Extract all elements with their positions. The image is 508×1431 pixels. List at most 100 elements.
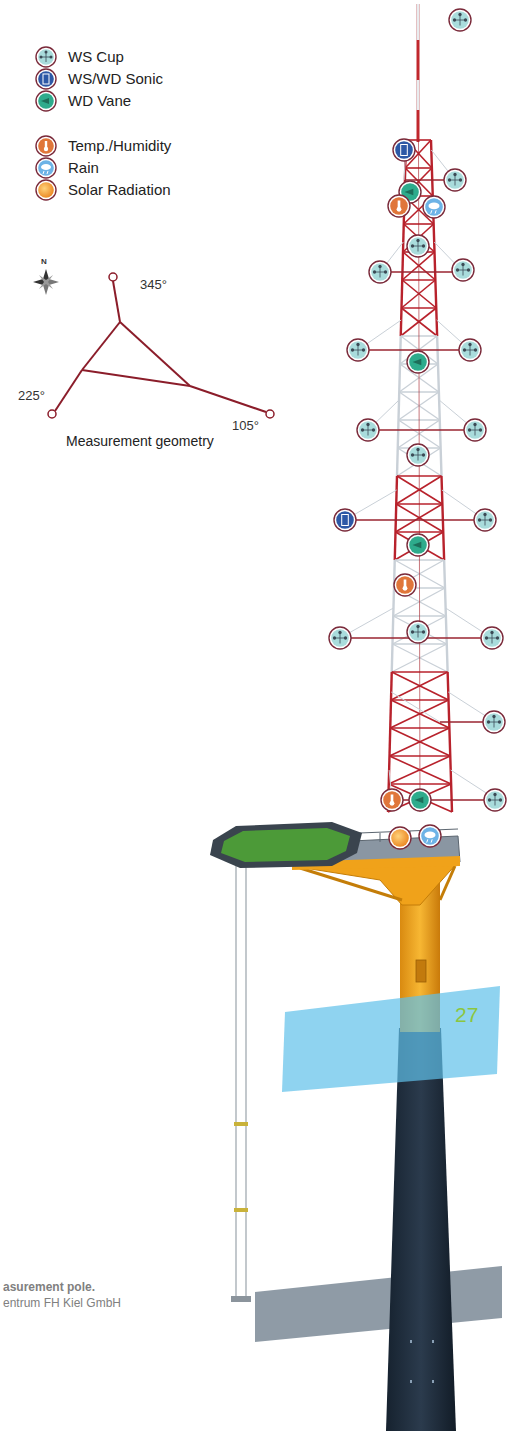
water-plane (282, 986, 500, 1092)
sensor-icon (331, 629, 349, 647)
drawn-circle (397, 207, 402, 212)
drawn-circle (468, 343, 471, 346)
tower-leg (442, 532, 445, 560)
drawn-polygon (413, 359, 422, 366)
drawn-circle (40, 56, 43, 59)
seabed-plane (255, 1266, 502, 1342)
sensor-icon (334, 509, 356, 531)
sensor-icon (476, 511, 494, 529)
boom-stay (391, 692, 440, 722)
drawn-circle (461, 263, 464, 266)
tower-leg (437, 364, 440, 392)
legend-label: Solar Radiation (68, 181, 171, 198)
drawn-circle (378, 265, 381, 268)
sensor-icon (461, 341, 479, 359)
sensor-icon (409, 623, 427, 641)
drawn-circle (48, 410, 56, 418)
sensor-icon (466, 421, 484, 439)
drawn-polygon (413, 542, 422, 549)
sensor-boom (345, 519, 485, 521)
sensor-icon (407, 534, 429, 556)
tower-leg (431, 168, 434, 196)
drawn-circle (338, 631, 341, 634)
drawn-line (494, 717, 495, 728)
legend-label: WD Vane (68, 92, 131, 109)
sensor-icon (419, 825, 441, 847)
compass-letter: N (41, 257, 47, 266)
sensor-icon (409, 446, 427, 464)
drawn-line (55, 370, 82, 411)
tower-leg (390, 672, 393, 700)
drawn-circle (422, 453, 425, 456)
sensor-icon (449, 9, 471, 31)
sensor-icon (36, 180, 56, 200)
sensor-boom (358, 349, 470, 351)
sensor-icon (425, 198, 443, 216)
drawn-circle (458, 13, 461, 16)
tower-leg (447, 700, 450, 728)
tower-leg (400, 280, 403, 308)
sensor-icon (486, 791, 504, 809)
sensor-icon (369, 261, 391, 283)
drawn-circle (422, 244, 425, 247)
tower-leg (448, 728, 451, 756)
tower-leg (394, 504, 397, 532)
tower-leg (401, 252, 404, 280)
drawn-circle (459, 178, 462, 181)
antenna (417, 4, 420, 40)
legend-label: WS Cup (68, 48, 124, 65)
drawn-polygon (39, 275, 46, 282)
tower-brace (395, 532, 444, 560)
drawn-line (485, 515, 486, 526)
sensor-icon (407, 351, 429, 373)
sensor-icon (459, 339, 481, 361)
sensor-icon (381, 789, 403, 811)
sensor-icon (394, 574, 416, 596)
drawn-circle (45, 51, 48, 54)
drawn-line (431, 839, 432, 842)
tower-leg (394, 532, 397, 560)
pillar-door (416, 960, 426, 982)
tower-leg (435, 308, 438, 336)
figure-credit: entrum FH Kiel GmbH (3, 1297, 121, 1311)
drawn-line (340, 633, 341, 644)
drawn-ellipse (41, 164, 51, 170)
sensor-icon (36, 69, 56, 89)
sensor-icon (393, 139, 415, 161)
drawn-ellipse (429, 203, 440, 210)
tower-leg (441, 504, 444, 532)
drawn-circle (487, 720, 490, 723)
sensor-boom (368, 429, 475, 431)
drawn-circle (333, 636, 336, 639)
angle-label: 345° (140, 278, 167, 293)
drawn-line (492, 633, 493, 644)
ladder-rung (234, 1122, 248, 1126)
sensor-icon (329, 627, 351, 649)
drawn-rect (432, 1340, 434, 1343)
sensor-icon (423, 196, 445, 218)
tower-leg (443, 560, 446, 588)
sensor-icon (421, 827, 439, 845)
sensor-icon (446, 171, 464, 189)
sensor-icon (483, 711, 505, 733)
drawn-circle (362, 348, 365, 351)
sensor-icon (396, 576, 414, 594)
drawn-circle (416, 239, 419, 242)
pile-markings (410, 1340, 434, 1383)
drawn-circle (44, 147, 48, 151)
sensor-icon (347, 339, 369, 361)
drawn-circle (448, 178, 451, 181)
drawn-circle (488, 798, 491, 801)
sensor-icon (336, 511, 354, 529)
sensor-icon (349, 341, 367, 359)
tower-leg (392, 588, 395, 616)
tower-leg (396, 448, 399, 476)
drawn-circle (422, 630, 425, 633)
tower-leg (434, 280, 437, 308)
drawn-circle (456, 268, 459, 271)
drawn-rect (410, 1340, 412, 1343)
tower-leg (402, 224, 405, 252)
helideck (210, 822, 362, 868)
sensor-boom (392, 799, 497, 801)
